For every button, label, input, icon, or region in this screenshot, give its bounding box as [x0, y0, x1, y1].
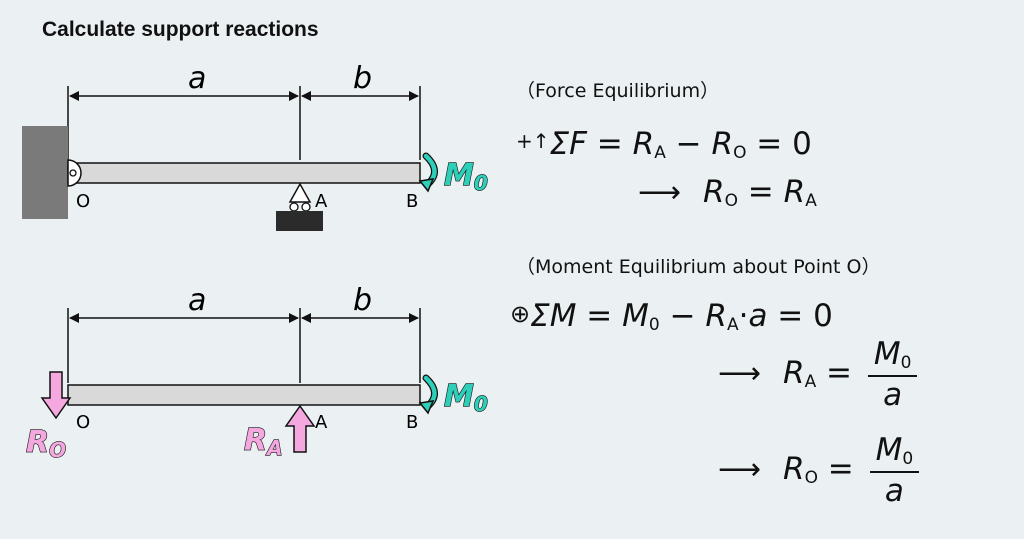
subscript-A: A [726, 315, 739, 335]
equals-sign: = [817, 451, 864, 488]
equals-zero: = 0 [767, 298, 833, 334]
subscript-O: O [733, 143, 747, 163]
beam-1 [67, 162, 421, 184]
equals-sign: = [737, 174, 784, 210]
dim-b-label-1: b [353, 61, 372, 96]
subscript-A: A [654, 143, 666, 163]
roller-support-icon [276, 182, 323, 231]
reaction-O-arrow-icon [40, 371, 72, 420]
diagram-1: a b O A B M0 [22, 61, 488, 231]
moment-arrow-icon-2 [418, 374, 438, 415]
dim-a-label-2: a [188, 283, 206, 318]
clockwise-positive-sign-icon: ⊕ [510, 300, 531, 328]
reaction-symbol: R [783, 174, 806, 210]
implies-arrow-icon: ⟶ [718, 356, 762, 392]
force-equilibrium-heading: （Force Equilibrium） [516, 80, 720, 102]
moment-symbol: M [622, 298, 649, 334]
sigma-symbol: Σ [549, 126, 570, 162]
reaction-O-label: RO [26, 425, 66, 462]
subscript-A: A [805, 191, 817, 211]
diagram-2: a b O A B RO RA M0 [25, 283, 488, 463]
equals-sign: = [816, 355, 862, 392]
beam-2 [67, 384, 421, 406]
upward-positive-sign: +↑ [516, 129, 550, 153]
minus-sign: − [659, 298, 706, 334]
reaction-symbol: R [783, 355, 805, 392]
moment-label-2: M0 [444, 379, 488, 416]
dot-operator: · [738, 298, 749, 334]
implies-arrow-icon: ⟶ [638, 175, 682, 210]
point-A-label-1: A [315, 191, 328, 212]
dimension-lines-2 [67, 308, 421, 383]
point-B-label-2: B [406, 412, 418, 433]
equals-zero: = 0 [746, 126, 812, 162]
length-a: a [748, 298, 768, 334]
dimension-lines-1 [67, 86, 421, 160]
force-result: ⟶RO = RA [638, 174, 817, 211]
subscript-0: 0 [648, 315, 660, 335]
point-O-label-2: O [76, 412, 90, 433]
fixed-wall [22, 126, 68, 219]
subscript-O: O [804, 468, 818, 489]
reaction-A-label: RA [244, 423, 283, 460]
reaction-A-arrow-icon [284, 404, 316, 453]
subscript-O: O [724, 191, 738, 211]
reaction-symbol: R [705, 298, 727, 334]
dim-a-label-1: a [188, 61, 206, 96]
sigma-symbol: Σ [530, 298, 550, 334]
moment-label-1: M0 [444, 158, 488, 195]
point-B-label-1: B [406, 191, 418, 212]
moment-symbol: M [549, 298, 577, 334]
implies-arrow-icon: ⟶ [718, 452, 762, 488]
force-equilibrium-equation: +↑ΣF = RA − RO = 0 [516, 126, 812, 163]
reaction-symbol: R [711, 126, 734, 162]
force-symbol: F [569, 126, 587, 162]
dim-b-label-2: b [353, 283, 372, 318]
reaction-symbol: R [783, 451, 805, 488]
reaction-symbol: R [703, 174, 725, 210]
point-O-label-1: O [76, 191, 90, 212]
equals-sign: = [576, 298, 623, 334]
page-title: Calculate support reactions [42, 18, 319, 41]
equals-sign: = [586, 126, 633, 162]
moment-equilibrium-equation: ⊕ΣM = M0 − RA·a = 0 [510, 298, 833, 335]
minus-sign: − [665, 126, 712, 162]
moment-equilibrium-heading: （Moment Equilibrium about Point O） [516, 256, 881, 278]
point-A-label-2: A [315, 412, 328, 433]
subscript-A: A [804, 372, 817, 393]
reaction-symbol: R [632, 126, 655, 162]
moment-arrow-icon-1 [418, 152, 438, 193]
